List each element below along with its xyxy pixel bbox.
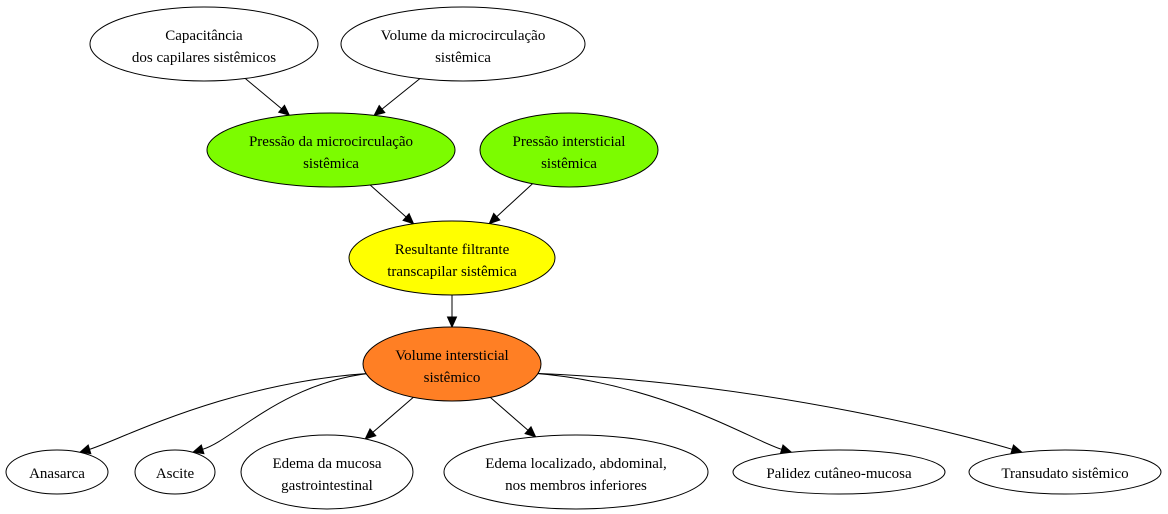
arrowhead-icon: [402, 212, 415, 225]
edges-layer: [78, 78, 1023, 455]
node-palidez-label-1: Palidez cutâneo-mucosa: [766, 466, 912, 482]
edge-line: [202, 372, 371, 450]
arrowhead-icon: [373, 104, 386, 117]
node-volume-micro-label-1: Volume da microcirculação: [381, 28, 546, 44]
edge-line: [244, 78, 282, 110]
node-edema-mucosa-label-2: gastrointestinal: [281, 478, 373, 494]
node-transudato-label-1: Transudato sistêmico: [1001, 466, 1128, 482]
nodes-layer: Capacitância dos capilares sistêmicos Vo…: [5, 6, 1162, 510]
edge-volume-intersticial-to-anasarca: [78, 372, 371, 455]
node-pressao-micro: Pressão da microcirculação sistêmica: [206, 112, 456, 188]
node-volume-intersticial-label-2: sistêmico: [424, 370, 481, 386]
node-capacitancia-label-1: Capacitância: [165, 28, 243, 44]
node-edema-mucosa-shape: [240, 434, 414, 510]
node-anasarca: Anasarca: [5, 449, 109, 495]
node-transudato-shape: [968, 449, 1162, 495]
node-pressao-micro-label-1: Pressão da microcirculação: [249, 134, 413, 150]
edge-line: [89, 372, 371, 450]
node-edema-localizado-shape: [443, 434, 709, 510]
node-volume-intersticial-label-1: Volume intersticial: [395, 348, 508, 364]
node-pressao-intersticial-label-1: Pressão intersticial: [513, 134, 626, 150]
node-ascite-shape: [134, 449, 216, 495]
node-resultante-label-1: Resultante filtrante: [395, 242, 510, 258]
node-volume-intersticial: Volume intersticial sistêmico: [362, 326, 542, 402]
node-volume-intersticial-shape: [362, 326, 542, 402]
edge-line: [489, 397, 529, 431]
arrowhead-icon: [446, 316, 458, 329]
node-edema-mucosa-label-1: Edema da mucosa: [272, 456, 381, 472]
edge-capacitancia-to-pressao-micro: [244, 78, 291, 116]
node-capacitancia: Capacitância dos capilares sistêmicos: [89, 6, 319, 82]
node-ascite-label-1: Ascite: [156, 466, 195, 482]
edge-line: [381, 78, 421, 110]
arrowhead-icon: [488, 212, 501, 225]
node-edema-localizado-label-1: Edema localizado, abdominal,: [485, 456, 667, 472]
arrowhead-icon: [277, 104, 291, 116]
node-edema-mucosa: Edema da mucosa gastrointestinal: [240, 434, 414, 510]
node-palidez-shape: [732, 449, 946, 495]
edge-pressao-micro-to-resultante: [369, 184, 415, 225]
node-capacitancia-label-2: dos capilares sistêmicos: [132, 50, 276, 66]
edge-line: [496, 183, 533, 218]
node-pressao-intersticial-label-2: sistêmica: [541, 156, 597, 172]
node-volume-micro-label-2: sistêmica: [435, 50, 491, 66]
node-anasarca-shape: [5, 449, 109, 495]
node-resultante-shape: [348, 220, 556, 296]
node-palidez: Palidez cutâneo-mucosa: [732, 449, 946, 495]
node-capacitancia-shape: [89, 6, 319, 82]
node-resultante: Resultante filtrante transcapilar sistêm…: [348, 220, 556, 296]
node-transudato: Transudato sistêmico: [968, 449, 1162, 495]
arrowhead-icon: [191, 444, 205, 455]
edge-volume-intersticial-to-edema-localizado: [489, 397, 537, 438]
edge-volume-intersticial-to-ascite: [191, 372, 371, 455]
node-pressao-micro-label-2: sistêmica: [303, 156, 359, 172]
edge-volume-intersticial-to-edema-mucosa: [364, 396, 414, 440]
node-anasarca-label-1: Anasarca: [29, 466, 85, 482]
arrowhead-icon: [524, 425, 537, 438]
edge-volume-intersticial-to-palidez: [533, 372, 793, 455]
edge-volume-micro-to-pressao-micro: [373, 78, 421, 117]
node-volume-micro: Volume da microcirculação sistêmica: [340, 6, 586, 82]
node-edema-localizado-label-2: nos membros inferiores: [505, 478, 647, 494]
edge-resultante-to-volume-intersticial: [446, 295, 458, 329]
node-edema-localizado: Edema localizado, abdominal, nos membros…: [443, 434, 709, 510]
edge-line: [372, 396, 414, 433]
node-volume-micro-shape: [340, 6, 586, 82]
node-pressao-micro-shape: [206, 112, 456, 188]
arrowhead-icon: [364, 427, 377, 440]
arrowhead-icon: [78, 444, 92, 455]
node-pressao-intersticial: Pressão intersticial sistêmica: [479, 112, 659, 188]
edge-line: [369, 184, 407, 218]
edge-line: [533, 372, 782, 450]
edge-pressao-intersticial-to-resultante: [488, 183, 533, 225]
node-ascite: Ascite: [134, 449, 216, 495]
edge-line: [533, 372, 1013, 450]
node-pressao-intersticial-shape: [479, 112, 659, 188]
node-resultante-label-2: transcapilar sistêmica: [387, 264, 517, 280]
